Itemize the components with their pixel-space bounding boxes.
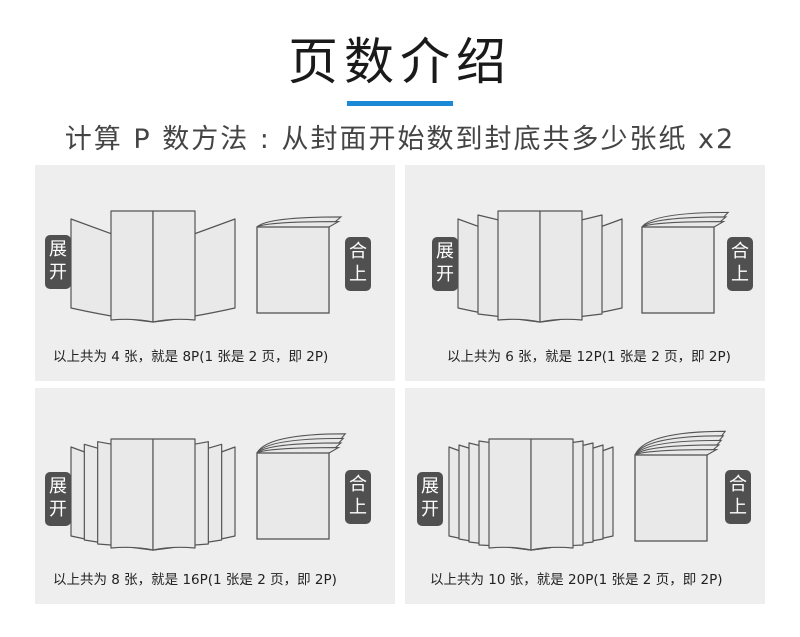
open-book-page: [530, 438, 574, 551]
open-book-icon: [448, 438, 614, 551]
book-illustration: [70, 433, 347, 551]
open-book-icon: [70, 210, 236, 323]
panel-4-sheets: 展开 合上 以上共为 4 张，就是 8P(1 张是 2 页，即 2P): [35, 165, 395, 381]
closed-book-cover: [634, 454, 708, 542]
panel-8-sheets: 展开 合上 以上共为 8 张，就是 16P(1 张是 2 页，即 2P): [35, 388, 395, 604]
panel-caption: 以上共为 4 张，就是 8P(1 张是 2 页，即 2P): [53, 349, 329, 365]
closed-book-fan-page: [641, 220, 726, 228]
closed-book-fan-page: [256, 220, 341, 228]
closed-book-icon: [634, 430, 727, 542]
book-illustration: [448, 430, 727, 551]
open-label: 展开: [417, 472, 443, 526]
closed-book-icon: [256, 216, 343, 314]
closed-book-cover: [641, 226, 715, 314]
open-book-page: [497, 210, 541, 323]
open-book-icon: [70, 438, 236, 551]
open-book-page: [152, 210, 196, 323]
page-title: 页数介绍: [288, 33, 512, 91]
open-label: 展开: [45, 235, 71, 289]
panel-10-sheets: 展开 合上 以上共为 10 张，就是 20P(1 张是 2 页，即 2P): [405, 388, 765, 604]
open-book-page: [539, 210, 583, 323]
panel-caption: 以上共为 10 张，就是 20P(1 张是 2 页，即 2P): [430, 572, 723, 588]
open-label: 展开: [45, 472, 71, 526]
closed-label: 合上: [345, 237, 371, 291]
closed-label: 合上: [725, 470, 751, 524]
closed-book-fan-page: [634, 448, 719, 456]
title-underline: [347, 101, 453, 106]
closed-book-icon: [256, 433, 347, 540]
open-book-icon: [457, 210, 623, 323]
closed-book-fan-page: [256, 446, 341, 454]
open-book-page: [152, 438, 196, 551]
closed-book-icon: [641, 211, 730, 314]
closed-label: 合上: [345, 470, 371, 524]
closed-book-cover: [256, 226, 330, 314]
closed-book-cover: [256, 452, 330, 540]
open-label: 展开: [432, 237, 458, 291]
panel-caption: 以上共为 6 张，就是 12P(1 张是 2 页，即 2P): [447, 349, 731, 365]
open-book-page: [110, 210, 154, 323]
open-book-page: [488, 438, 532, 551]
panel-caption: 以上共为 8 张，就是 16P(1 张是 2 页，即 2P): [53, 572, 337, 588]
panel-6-sheets: 展开 合上 以上共为 6 张，就是 12P(1 张是 2 页，即 2P): [405, 165, 765, 381]
open-book-page: [110, 438, 154, 551]
page-subtitle: 计算 P 数方法 : 从封面开始数到封底共多少张纸 x2: [64, 124, 736, 155]
closed-label: 合上: [727, 237, 753, 291]
book-illustration: [70, 210, 343, 323]
book-illustration: [457, 210, 730, 323]
